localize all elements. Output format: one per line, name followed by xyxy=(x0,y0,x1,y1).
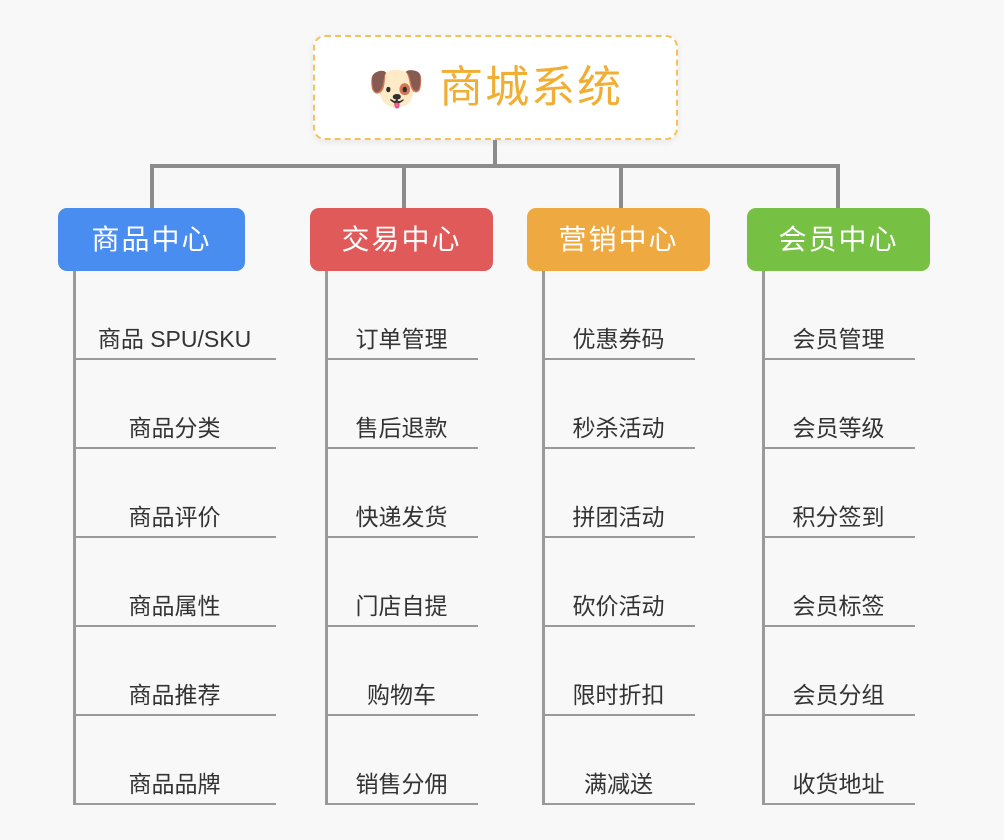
leaf-label: 优惠券码 xyxy=(572,326,665,353)
leaf-item[interactable]: 商品属性 xyxy=(73,538,276,627)
leaf-label: 商品推荐 xyxy=(128,682,221,709)
leaf-label: 订单管理 xyxy=(355,326,448,353)
dog-face-icon: 🐶 xyxy=(367,61,426,114)
branch-trunk-trade-center xyxy=(325,271,328,805)
leaf-item[interactable]: 限时折扣 xyxy=(542,627,695,716)
leaf-item[interactable]: 售后退款 xyxy=(325,360,478,449)
branch-trunk-member-center xyxy=(762,271,765,805)
leaf-label: 购物车 xyxy=(367,682,436,709)
leaf-item[interactable]: 商品推荐 xyxy=(73,627,276,716)
leaf-item[interactable]: 优惠券码 xyxy=(542,271,695,360)
leaf-label: 收货地址 xyxy=(792,771,885,798)
leaf-item[interactable]: 商品品牌 xyxy=(73,716,276,805)
leaf-label: 限时折扣 xyxy=(572,682,665,709)
branch-header-member-center[interactable]: 会员中心 xyxy=(747,208,930,271)
leaf-item[interactable]: 门店自提 xyxy=(325,538,478,627)
leaf-label: 积分签到 xyxy=(792,504,885,531)
branch-label-trade-center: 交易中心 xyxy=(341,223,462,255)
branch-header-marketing-center[interactable]: 营销中心 xyxy=(527,208,710,271)
connector-drop-marketing xyxy=(619,164,623,210)
leaf-list-marketing-center: 优惠券码 秒杀活动 拼团活动 砍价活动 限时折扣 满减送 xyxy=(542,271,695,805)
leaf-item[interactable]: 秒杀活动 xyxy=(542,360,695,449)
branch-trunk-product-center xyxy=(73,271,76,805)
connector-drop-trade xyxy=(402,164,406,210)
branch-trunk-marketing-center xyxy=(542,271,545,805)
leaf-item[interactable]: 会员管理 xyxy=(762,271,915,360)
branch-header-trade-center[interactable]: 交易中心 xyxy=(310,208,493,271)
leaf-item[interactable]: 收货地址 xyxy=(762,716,915,805)
connector-horizontal-bus xyxy=(150,164,839,168)
leaf-item[interactable]: 快递发货 xyxy=(325,449,478,538)
leaf-item[interactable]: 商品分类 xyxy=(73,360,276,449)
branch-label-product-center: 商品中心 xyxy=(91,223,212,255)
leaf-item[interactable]: 商品评价 xyxy=(73,449,276,538)
leaf-item[interactable]: 购物车 xyxy=(325,627,478,716)
root-title: 商城系统 xyxy=(439,62,624,112)
leaf-label: 商品评价 xyxy=(128,504,221,531)
leaf-item[interactable]: 会员标签 xyxy=(762,538,915,627)
leaf-list-member-center: 会员管理 会员等级 积分签到 会员标签 会员分组 收货地址 xyxy=(762,271,915,805)
connector-drop-product xyxy=(150,164,154,210)
root-node[interactable]: 🐶 商城系统 xyxy=(313,35,678,140)
leaf-item[interactable]: 会员等级 xyxy=(762,360,915,449)
leaf-label: 快递发货 xyxy=(355,504,448,531)
leaf-item[interactable]: 积分签到 xyxy=(762,449,915,538)
leaf-label: 商品属性 xyxy=(128,593,221,620)
leaf-label: 会员等级 xyxy=(792,415,885,442)
leaf-item[interactable]: 砍价活动 xyxy=(542,538,695,627)
leaf-label: 会员分组 xyxy=(792,682,885,709)
leaf-label: 商品品牌 xyxy=(128,771,221,798)
leaf-item[interactable]: 商品 SPU/SKU xyxy=(73,271,276,360)
leaf-label: 销售分佣 xyxy=(355,771,448,798)
leaf-list-product-center: 商品 SPU/SKU 商品分类 商品评价 商品属性 商品推荐 商品品牌 xyxy=(73,271,276,805)
leaf-item[interactable]: 拼团活动 xyxy=(542,449,695,538)
branch-label-member-center: 会员中心 xyxy=(778,223,899,255)
leaf-label: 砍价活动 xyxy=(572,593,665,620)
branch-label-marketing-center: 营销中心 xyxy=(558,223,679,255)
connector-drop-member xyxy=(836,164,840,210)
leaf-label: 会员管理 xyxy=(792,326,885,353)
leaf-label: 商品 SPU/SKU xyxy=(97,326,252,353)
leaf-label: 拼团活动 xyxy=(572,504,665,531)
leaf-label: 秒杀活动 xyxy=(572,415,665,442)
leaf-list-trade-center: 订单管理 售后退款 快递发货 门店自提 购物车 销售分佣 xyxy=(325,271,478,805)
leaf-label: 商品分类 xyxy=(128,415,221,442)
leaf-label: 会员标签 xyxy=(792,593,885,620)
leaf-item[interactable]: 销售分佣 xyxy=(325,716,478,805)
leaf-item[interactable]: 满减送 xyxy=(542,716,695,805)
leaf-item[interactable]: 会员分组 xyxy=(762,627,915,716)
leaf-label: 满减送 xyxy=(584,771,653,798)
leaf-label: 门店自提 xyxy=(355,593,448,620)
leaf-item[interactable]: 订单管理 xyxy=(325,271,478,360)
branch-header-product-center[interactable]: 商品中心 xyxy=(58,208,245,271)
connector-root-stem xyxy=(493,140,497,166)
leaf-label: 售后退款 xyxy=(355,415,448,442)
